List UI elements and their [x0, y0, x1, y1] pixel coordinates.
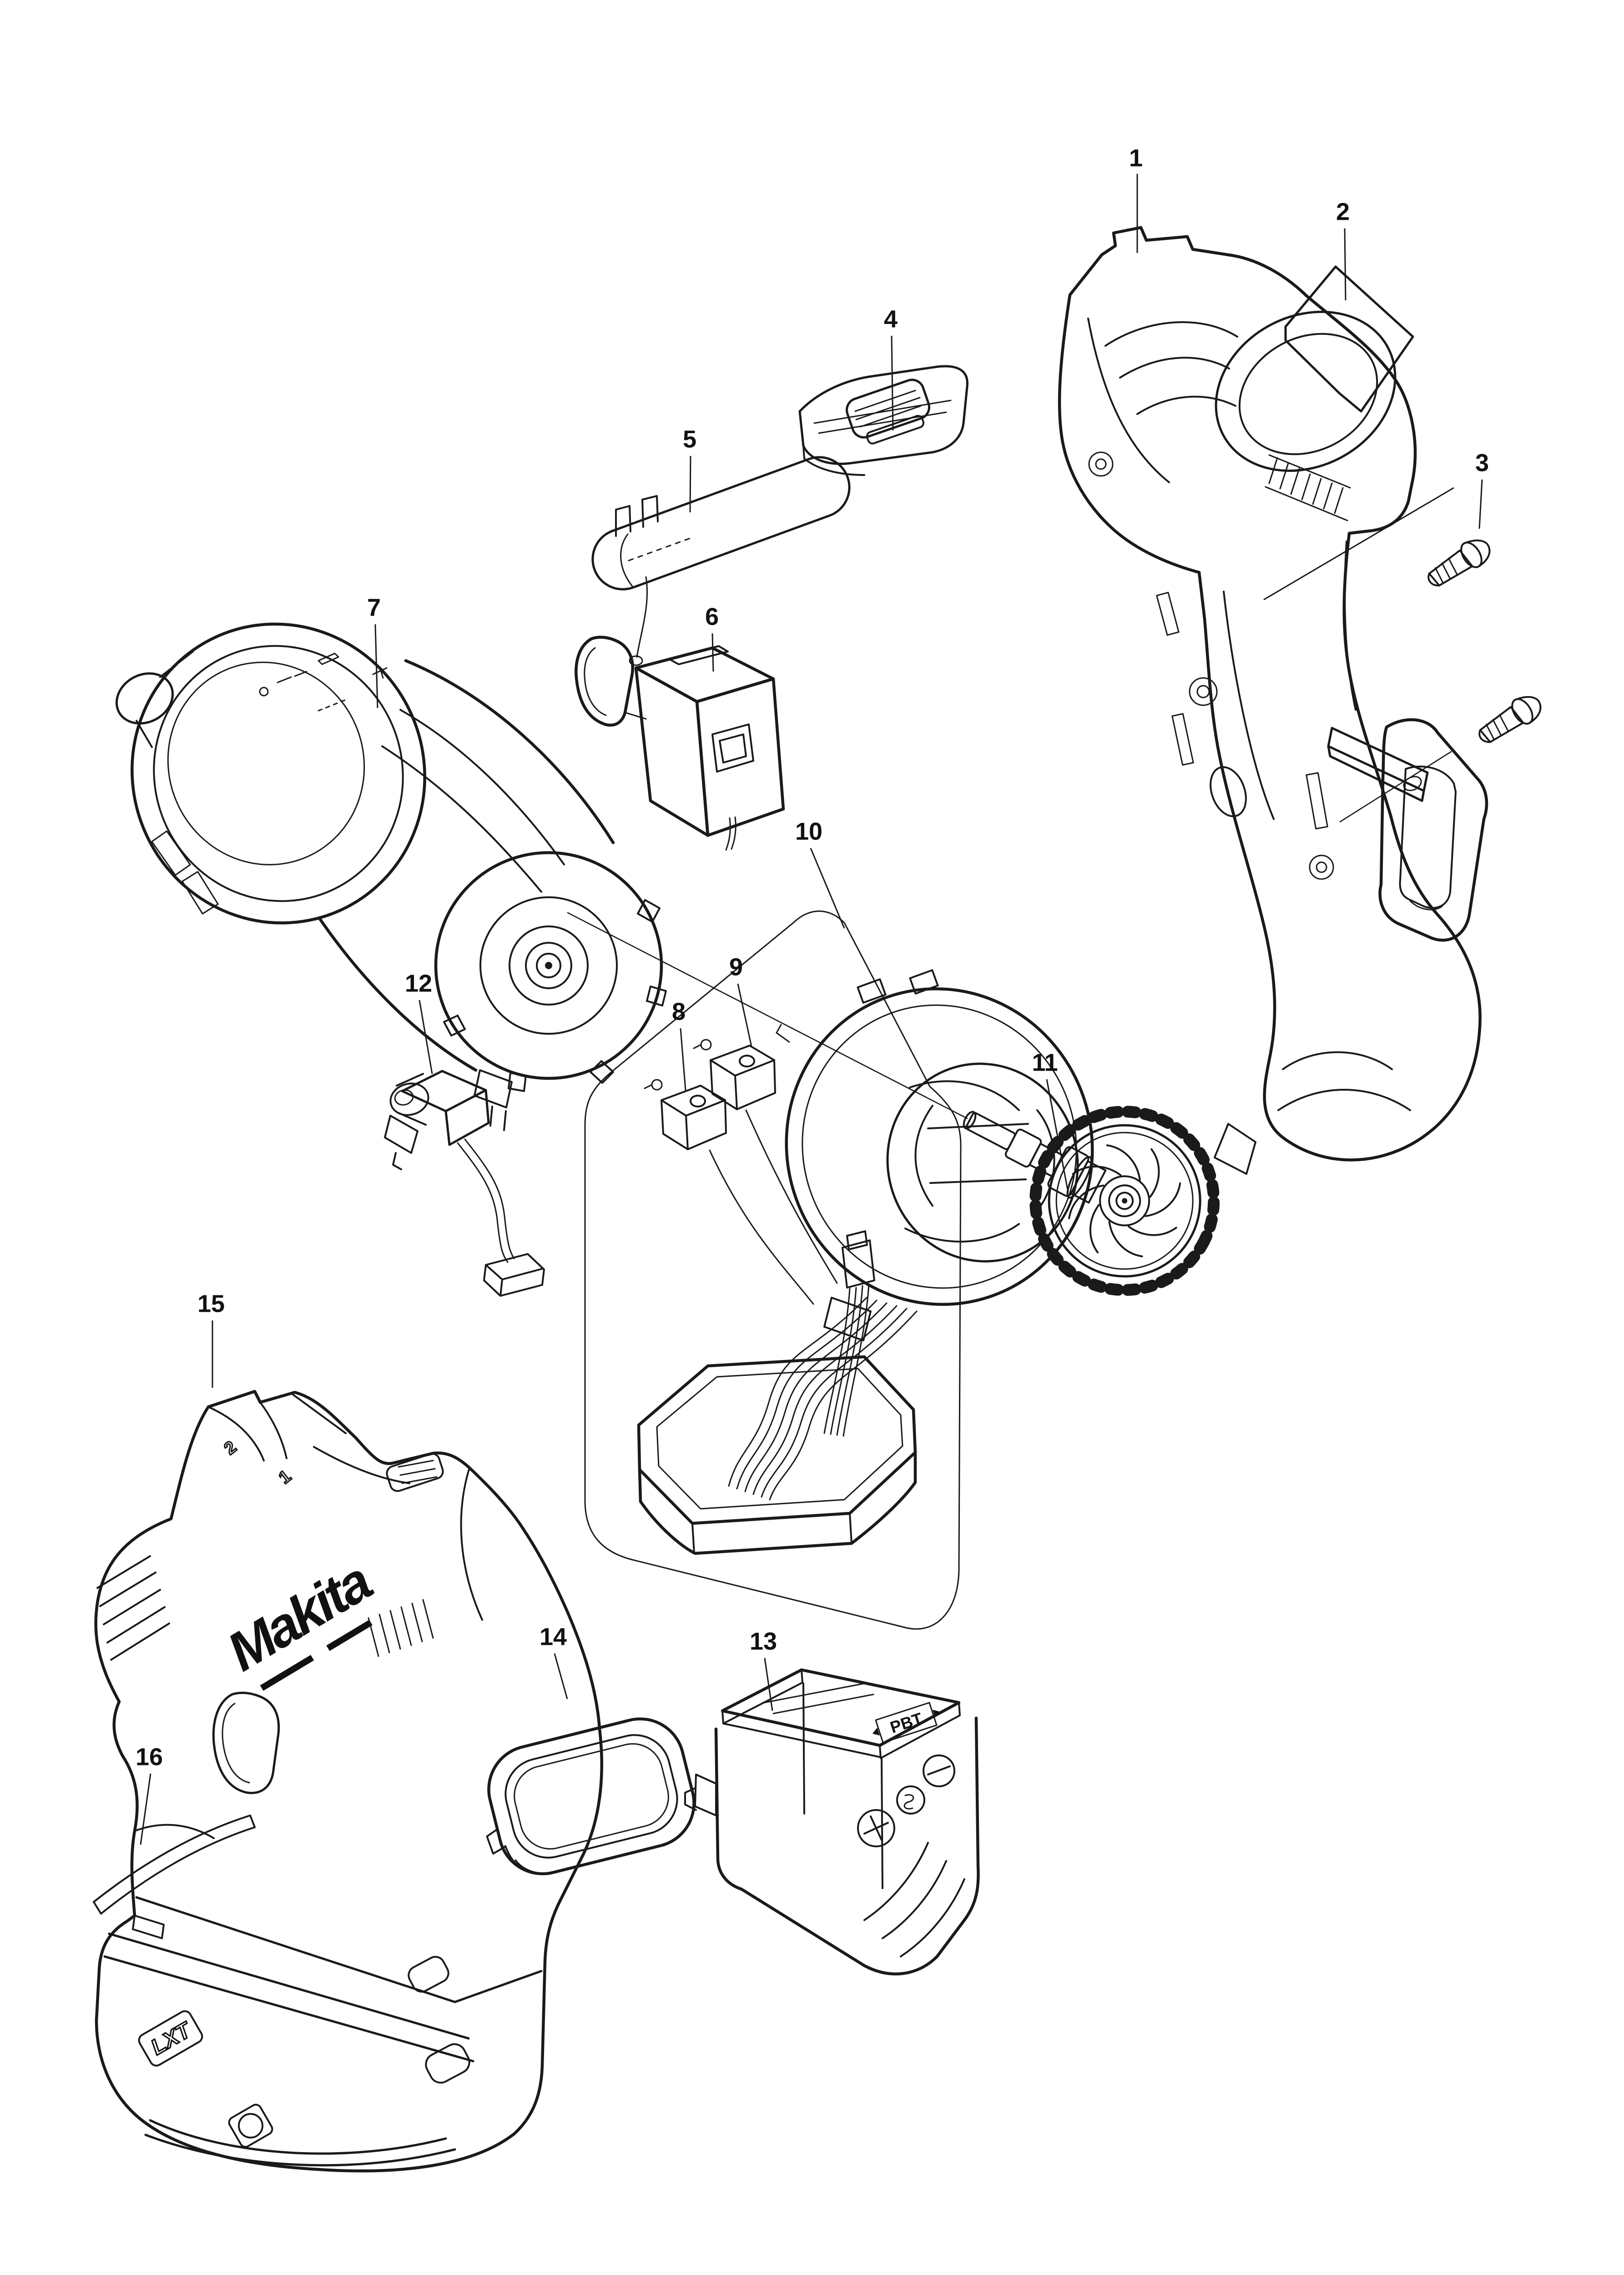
callout-number: 6	[705, 603, 719, 630]
callout-leader-line	[711, 633, 714, 672]
sensor-wires	[709, 1109, 838, 1305]
callout-number: 5	[683, 425, 696, 453]
callout-leader-line	[140, 1773, 151, 1845]
controller	[637, 1355, 917, 1555]
sensor-connector	[823, 1230, 875, 1437]
callout-4: 4	[884, 305, 898, 431]
callout-number: 9	[729, 953, 743, 981]
part-16-name-plate	[93, 1815, 256, 1915]
part-5-cylinder-component	[591, 456, 851, 666]
callout-leader-line	[891, 335, 894, 431]
callout-10: 10	[795, 818, 845, 929]
terminal-screws	[857, 1754, 955, 1847]
model-text-block	[260, 1619, 373, 1691]
assembly-axis-line	[567, 912, 968, 1119]
terminal-rail-hatch	[1265, 454, 1351, 521]
callout-13: 13	[750, 1628, 777, 1711]
callout-1: 1	[1129, 144, 1143, 253]
callout-number: 12	[405, 970, 432, 997]
callout-number: 15	[197, 1290, 225, 1317]
stator	[776, 969, 1094, 1341]
callout-number: 3	[1475, 449, 1489, 476]
callout-3: 3	[1263, 449, 1489, 601]
pbt-marking: PBT	[872, 1702, 940, 1744]
callout-number: 14	[540, 1623, 567, 1650]
part-6-switch	[575, 636, 785, 851]
callout-leader-line	[764, 1658, 773, 1711]
callout-16: 16	[136, 1743, 163, 1845]
callout-8: 8	[672, 998, 686, 1091]
callout-number: 8	[672, 998, 686, 1025]
mode-ring-markings	[259, 652, 388, 712]
callout-leader-line	[1046, 1079, 1069, 1193]
part-8-block	[644, 1079, 727, 1150]
callout-leader-line	[1344, 228, 1347, 301]
callout-9: 9	[729, 953, 752, 1047]
callout-leader-line	[374, 624, 378, 708]
callout-14: 14	[540, 1623, 568, 1699]
part-2-label-sticker	[1284, 265, 1414, 413]
callout-leader-line	[737, 983, 752, 1047]
callout-leader-line	[689, 455, 691, 513]
part-7-gear-assembly	[115, 622, 667, 1131]
lxt-badge: LXT	[138, 2010, 203, 2067]
trigger	[212, 1692, 280, 1795]
callout-leader-line	[419, 1000, 433, 1074]
part-9-block	[693, 1039, 776, 1110]
housing-vents	[96, 1555, 170, 1661]
part-14-cover-plate	[486, 1717, 696, 1876]
callout-7: 7	[367, 594, 381, 708]
belt-clip	[1327, 718, 1488, 942]
grille-hatch	[368, 1599, 434, 1657]
svg-text:PBT: PBT	[888, 1709, 925, 1737]
callout-number: 11	[1032, 1049, 1058, 1076]
svg-text:2: 2	[221, 1437, 240, 1458]
callout-12: 12	[405, 970, 433, 1074]
part-1-housing-half	[1058, 226, 1482, 1175]
part-11-rotor	[963, 1106, 1220, 1296]
part-3-screw-b	[1478, 696, 1542, 743]
part-12-led-circuit	[384, 1070, 545, 1297]
svg-text:1: 1	[275, 1466, 295, 1487]
part-3-screw-a	[1427, 539, 1491, 586]
callout-leader-line	[810, 848, 845, 929]
callout-6: 6	[705, 603, 719, 672]
part-10-stator-assembly-outline	[584, 910, 962, 1630]
callout-leader-line	[680, 1028, 686, 1091]
svg-text:LXT: LXT	[147, 2017, 196, 2060]
callout-5: 5	[683, 425, 696, 513]
callout-number: 2	[1336, 198, 1350, 225]
fan	[1029, 1106, 1220, 1296]
callout-15: 15	[197, 1290, 225, 1388]
callout-leader-line	[554, 1653, 568, 1699]
makita-logo: Makita	[217, 1551, 381, 1691]
callout-number: 1	[1129, 144, 1143, 172]
callout-11: 11	[1032, 1049, 1069, 1193]
callout-number: 16	[136, 1743, 163, 1770]
callout-2: 2	[1336, 198, 1350, 301]
callout-number: 4	[884, 305, 898, 333]
callout-leader-line	[1478, 479, 1483, 529]
callout-number: 7	[367, 594, 381, 621]
callout-number: 10	[795, 818, 822, 845]
motor-lead-wires	[728, 1297, 918, 1501]
part-15-housing-half: 2 1 Makita LXT	[94, 1390, 603, 2173]
part-13-terminal-block: PBT	[684, 1668, 980, 1976]
callout-leader-line	[1263, 487, 1454, 601]
callout-number: 13	[750, 1628, 777, 1655]
